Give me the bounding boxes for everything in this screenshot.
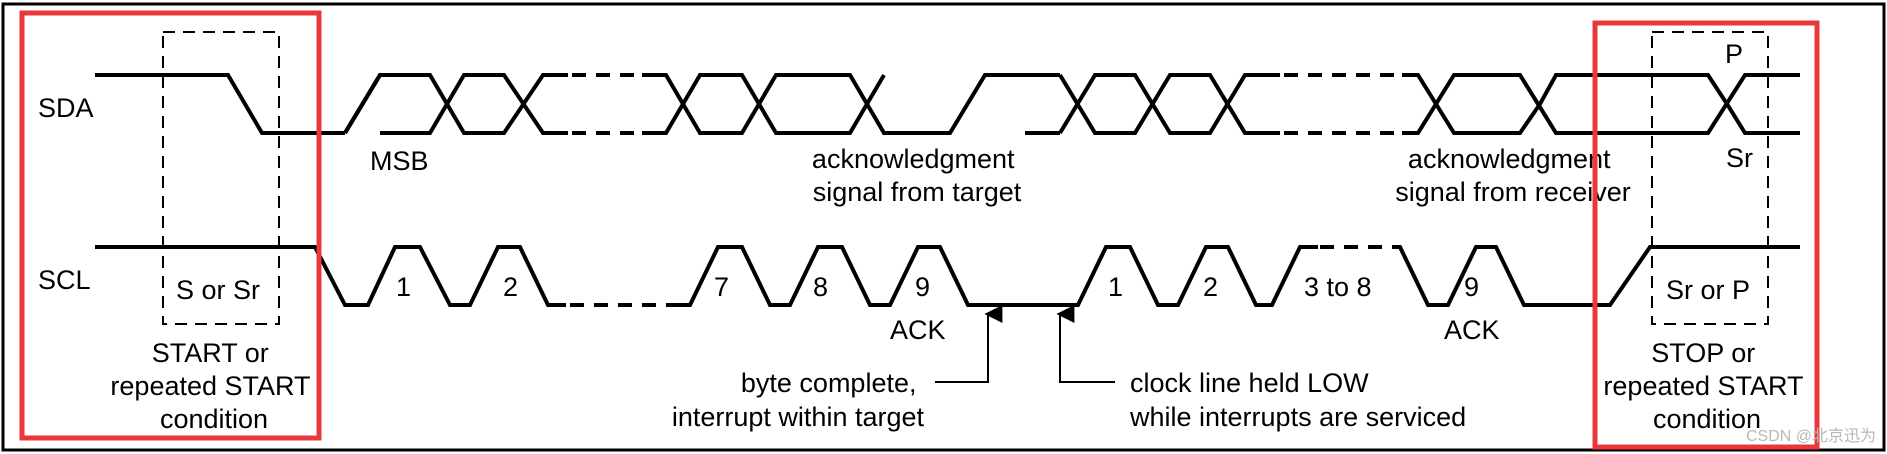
- ack-receiver-label: acknowledgment signal from receiver: [1395, 144, 1631, 207]
- sda-byte1-lower: [343, 73, 568, 135]
- scl-signal-label: SCL: [38, 265, 91, 295]
- start-caption: START or repeated START condition: [110, 338, 317, 434]
- ack-label: ACK: [890, 315, 946, 345]
- byte-complete-annotation: byte complete, interrupt within target: [672, 368, 925, 432]
- start-highlight-box: [19, 10, 322, 441]
- sda-byte1-tail-upper: [642, 73, 950, 135]
- scl-byte2-end: [1392, 245, 1800, 307]
- scl-pulse-number: 2: [1203, 272, 1218, 302]
- byte-complete-line: byte complete,: [741, 368, 917, 398]
- sda-byte1-upper: [343, 73, 568, 135]
- start-box-label: S or Sr: [176, 275, 260, 305]
- start-condition-box: [162, 31, 280, 325]
- msb-label: MSB: [370, 146, 429, 176]
- clock-held-line: clock line held LOW: [1130, 368, 1369, 398]
- ack-target-label: acknowledgment signal from target: [812, 144, 1022, 207]
- sda-signal-label: SDA: [38, 93, 94, 123]
- ack-receiver-line: signal from receiver: [1395, 177, 1631, 207]
- scl-pulse-number: 7: [714, 272, 729, 302]
- stop-highlight-box: [1592, 20, 1820, 450]
- stop-caption-line: repeated START: [1603, 371, 1803, 401]
- ack-target-line: signal from target: [813, 177, 1022, 207]
- byte-complete-arrow: [935, 305, 1003, 383]
- stop-upper-label: P: [1725, 39, 1743, 69]
- sda-byte2-tail-lower: [1402, 73, 1800, 135]
- sda-byte1-cross-fix: [343, 73, 382, 135]
- start-caption-line: START or: [152, 338, 269, 368]
- byte-complete-line: interrupt within target: [672, 402, 925, 432]
- clock-held-annotation: clock line held LOW while interrupts are…: [1129, 368, 1466, 432]
- scl-byte1-end: [680, 245, 1318, 307]
- stop-condition-box: [1651, 31, 1769, 325]
- sda-byte2-upper: [1058, 73, 1280, 135]
- stop-caption-line: condition: [1653, 404, 1761, 434]
- ack-label: ACK: [1444, 315, 1500, 345]
- stop-caption: STOP or repeated START condition: [1603, 338, 1810, 434]
- clock-held-arrow: [1056, 305, 1115, 383]
- sda-ack-target: [884, 73, 1060, 135]
- scl-pulse-number: 9: [915, 272, 930, 302]
- scl-pulse-number: 9: [1464, 272, 1479, 302]
- sda-waveform: [95, 73, 1800, 135]
- watermark: CSDN @北京迅为: [1746, 427, 1876, 445]
- stop-caption-line: STOP or: [1651, 338, 1755, 368]
- sda-byte1-tail-lower: [642, 73, 886, 135]
- clock-held-line: while interrupts are serviced: [1129, 402, 1466, 432]
- stop-box-label: Sr or P: [1666, 275, 1750, 305]
- scl-pulse-number: 3 to 8: [1304, 272, 1372, 302]
- ack-target-line: acknowledgment: [812, 144, 1015, 174]
- scl-pulse-number: 1: [396, 272, 411, 302]
- scl-waveform: [95, 245, 1800, 307]
- start-caption-line: repeated START: [110, 371, 310, 401]
- scl-pulse-number: 1: [1108, 272, 1123, 302]
- scl-pulse-number: 2: [503, 272, 518, 302]
- scl-byte1-start: [95, 245, 566, 307]
- sda-byte2-lower: [1058, 73, 1280, 135]
- stop-lower-label: Sr: [1726, 143, 1753, 173]
- ack-receiver-line: acknowledgment: [1408, 144, 1611, 174]
- scl-pulse-number: 8: [813, 272, 828, 302]
- start-caption-line: condition: [160, 404, 268, 434]
- sda-start-segment: [95, 73, 345, 135]
